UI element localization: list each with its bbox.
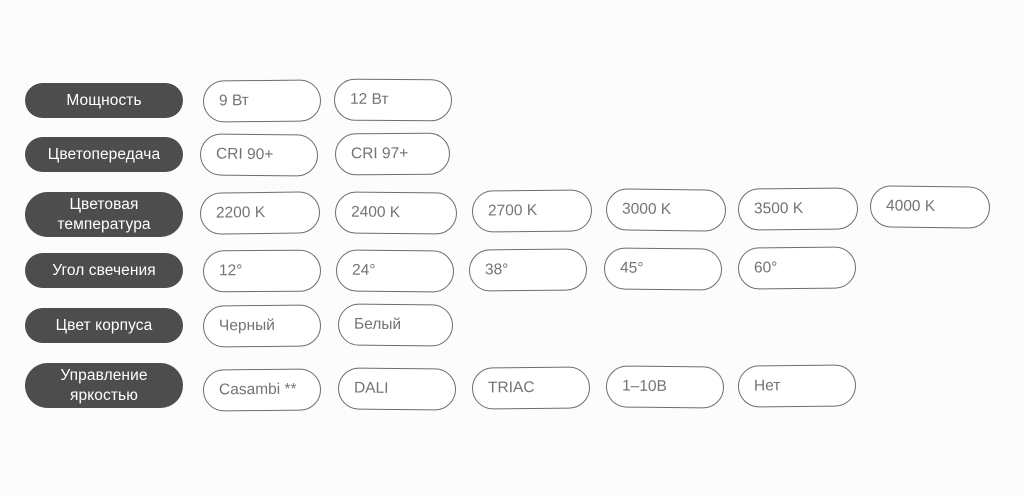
row-label-beam-angle-text: Угол свечения xyxy=(52,261,156,279)
value-pill-label: 38° xyxy=(484,261,509,279)
value-pill-label: CRI 97+ xyxy=(350,145,409,163)
value-pill-dimming-1-10v[interactable]: 1–10В xyxy=(605,365,725,409)
spec-row-power: Мощность 9 Вт 12 Вт xyxy=(0,78,1024,124)
value-pill-label: DALI xyxy=(353,379,389,398)
value-pill-label: 2400 K xyxy=(350,203,401,222)
value-pill-angle-60[interactable]: 60° xyxy=(737,246,857,290)
row-label-housing-color: Цвет корпуса xyxy=(25,308,183,343)
row-label-cri-text: Цветопередача xyxy=(47,145,161,163)
row-label-beam-angle: Угол свечения xyxy=(25,253,183,288)
value-pill-label: 60° xyxy=(753,259,778,277)
value-pill-label: TRIAC xyxy=(487,379,535,397)
value-pill-label: 9 Вт xyxy=(218,92,249,110)
value-pill-angle-45[interactable]: 45° xyxy=(603,247,723,291)
value-pill-dimming-dali[interactable]: DALI xyxy=(337,367,457,411)
value-pill-power-12vt[interactable]: 12 Вт xyxy=(333,78,453,122)
value-pill-label: 2200 K xyxy=(215,204,266,222)
row-label-dimming-line1: Управление xyxy=(60,367,148,385)
row-label-cri: Цветопередача xyxy=(25,137,183,172)
value-pill-angle-38[interactable]: 38° xyxy=(468,248,588,292)
value-pill-angle-12[interactable]: 12° xyxy=(202,249,322,293)
value-pill-cct-2200k[interactable]: 2200 K xyxy=(199,191,321,235)
row-label-color-temperature: Цветовая температура xyxy=(25,192,183,237)
value-pill-dimming-none[interactable]: Нет xyxy=(737,364,857,408)
value-pill-housing-white[interactable]: Белый xyxy=(337,303,454,347)
value-pill-power-9vt[interactable]: 9 Вт xyxy=(202,79,322,123)
row-label-dimming: Управление яркостью xyxy=(25,363,183,408)
value-pill-cct-4000k[interactable]: 4000 K xyxy=(869,185,991,229)
value-pill-dimming-triac[interactable]: TRIAC xyxy=(471,366,591,410)
value-pill-cri-90[interactable]: CRI 90+ xyxy=(199,133,319,177)
value-pill-label: Casambi ** xyxy=(218,380,297,399)
spec-row-dimming: Управление яркостью Casambi ** DALI TRIA… xyxy=(0,357,1024,415)
value-pill-label: 2700 K xyxy=(487,202,538,220)
value-pill-cct-3000k[interactable]: 3000 K xyxy=(605,188,727,232)
value-pill-cct-3500k[interactable]: 3500 K xyxy=(737,187,859,231)
row-label-power: Мощность xyxy=(25,83,183,118)
value-pill-angle-24[interactable]: 24° xyxy=(335,249,455,293)
value-pill-label: 12° xyxy=(218,262,243,280)
row-label-dimming-line2: яркостью xyxy=(70,386,138,404)
spec-row-cri: Цветопередача CRI 90+ CRI 97+ xyxy=(0,132,1024,178)
value-pill-label: 24° xyxy=(351,261,376,280)
value-pill-label: Белый xyxy=(353,315,402,334)
value-pill-cri-97[interactable]: CRI 97+ xyxy=(334,132,451,176)
value-pill-label: 45° xyxy=(619,259,644,278)
value-pill-dimming-casambi[interactable]: Casambi ** xyxy=(202,368,322,412)
value-pill-label: 4000 K xyxy=(885,197,936,216)
value-pill-label: 3000 K xyxy=(621,200,672,219)
value-pill-cct-2700k[interactable]: 2700 K xyxy=(471,189,593,233)
value-pill-label: CRI 90+ xyxy=(215,145,274,164)
value-pill-housing-black[interactable]: Черный xyxy=(202,304,322,348)
row-label-housing-color-text: Цвет корпуса xyxy=(55,316,153,334)
value-pill-label: 3500 K xyxy=(753,200,804,218)
row-label-power-text: Мощность xyxy=(66,91,142,109)
spec-row-beam-angle: Угол свечения 12° 24° 38° 45° 60° xyxy=(0,246,1024,294)
value-pill-cct-2400k[interactable]: 2400 K xyxy=(334,191,458,235)
value-pill-label: Черный xyxy=(218,317,276,335)
row-label-color-temperature-line1: Цветовая xyxy=(69,196,139,214)
value-pill-label: Нет xyxy=(753,377,781,395)
spec-row-color-temperature: Цветовая температура 2200 K 2400 K 2700 … xyxy=(0,185,1024,244)
spec-row-housing-color: Цвет корпуса Черный Белый xyxy=(0,303,1024,349)
row-label-color-temperature-line2: температура xyxy=(57,215,151,233)
value-pill-label: 1–10В xyxy=(621,377,667,396)
value-pill-label: 12 Вт xyxy=(349,90,389,109)
